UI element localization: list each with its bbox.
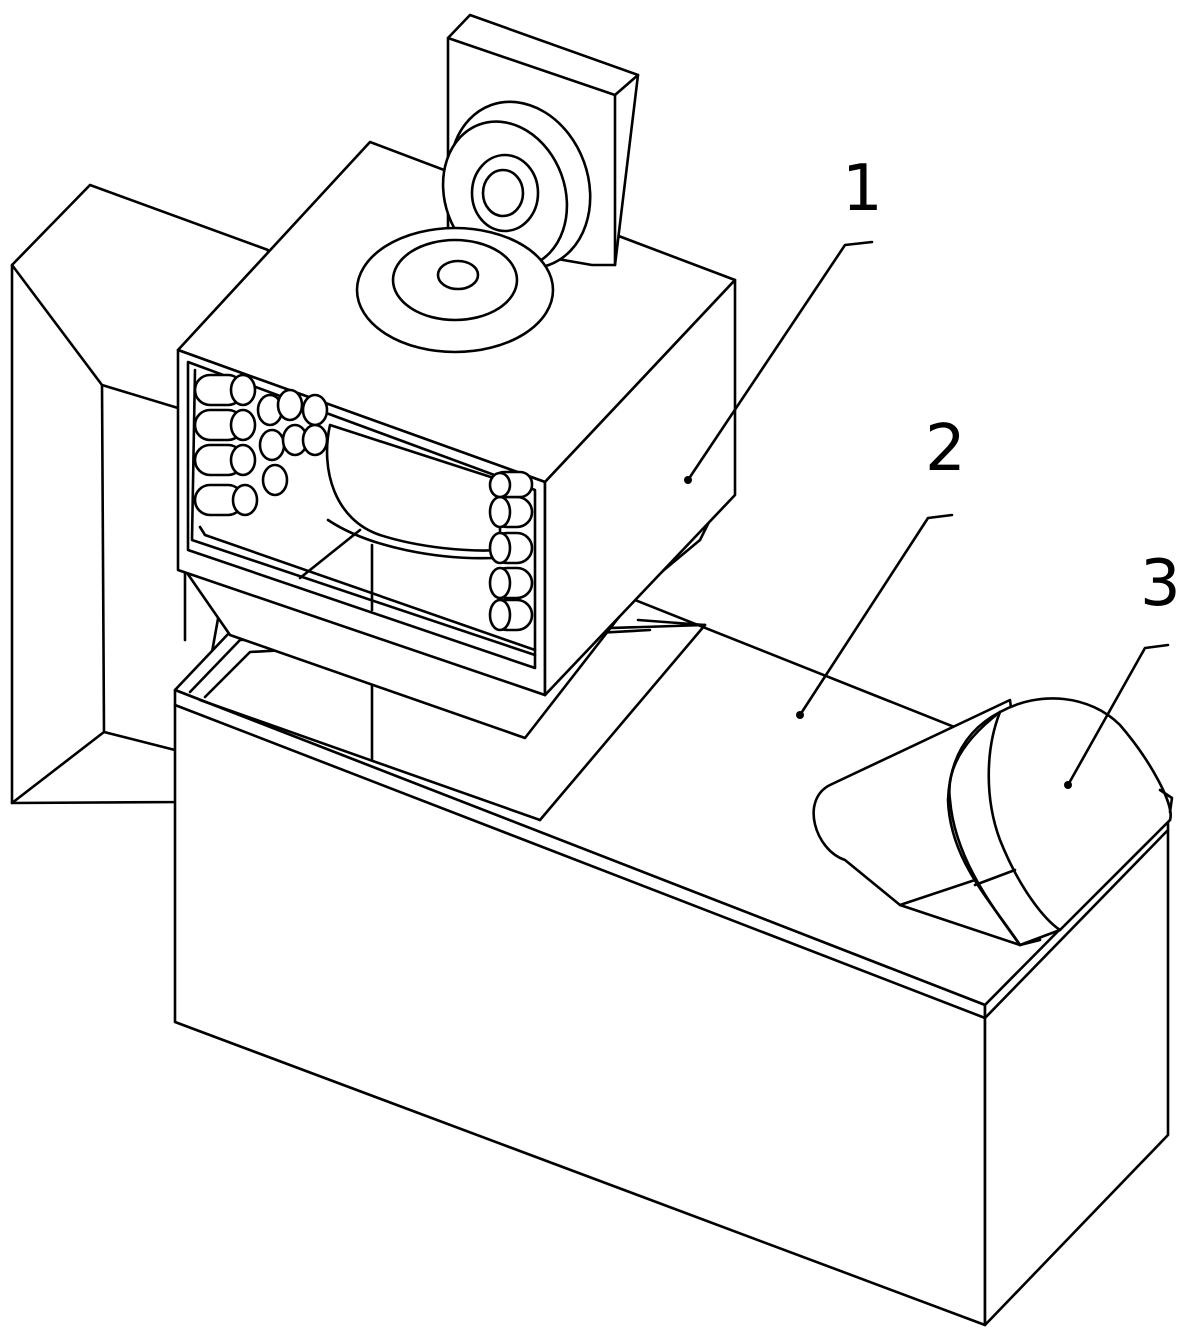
label-3: 3 (1140, 547, 1181, 621)
left-roller-stack (193, 373, 329, 517)
leader-lines (684, 240, 1170, 789)
right-roller-stack (488, 470, 534, 632)
label-1: 1 (842, 152, 883, 226)
label-2: 2 (925, 412, 966, 486)
motor-discs (355, 13, 640, 354)
discharge-scoop (812, 697, 1174, 947)
